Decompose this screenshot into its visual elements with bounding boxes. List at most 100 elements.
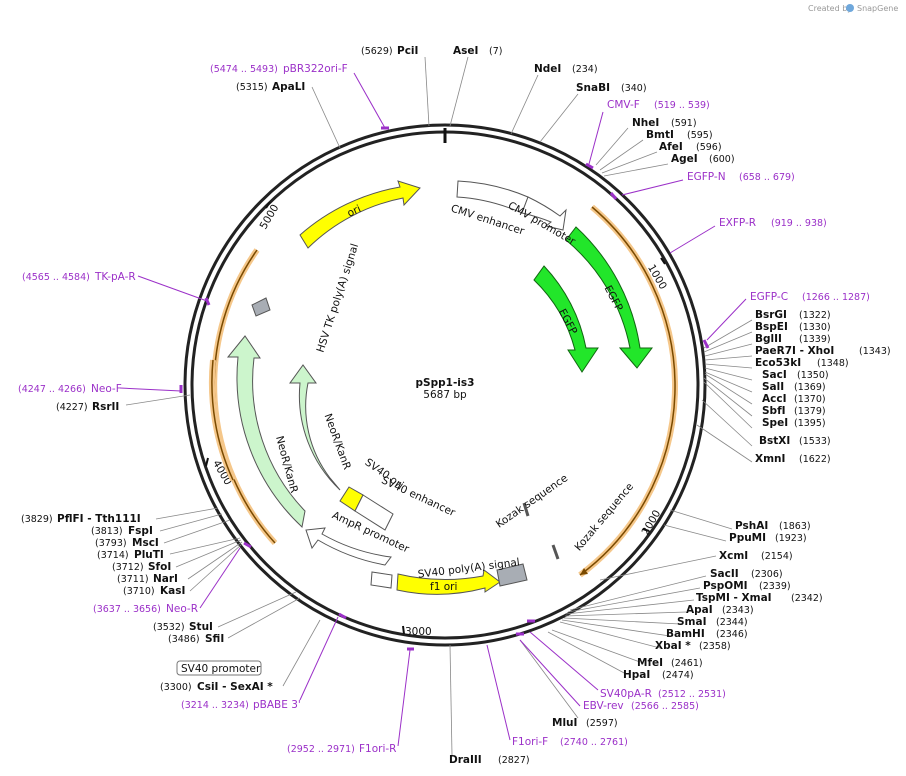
site-pos-pshai: (1863) [779, 521, 811, 532]
site-pshai: PshAI [735, 520, 768, 532]
site-kasi: KasI [160, 585, 185, 597]
site-bglii: BglII [755, 333, 782, 345]
primer-tk-pa-r: TK-pA-R [94, 271, 136, 283]
site-pos-sali: (1369) [794, 382, 826, 393]
site-pos-mfei: (2461) [671, 658, 703, 669]
primer-range-sv40pa-r: (2512 .. 2531) [658, 689, 726, 700]
feature-egfp-outer [565, 226, 653, 369]
primer-ebv-rev: EBV-rev [583, 700, 624, 712]
site-pos-kasi: (3710) [123, 586, 155, 597]
label-f1-ori: f1 ori [430, 581, 457, 593]
site-apai: ApaI [686, 604, 713, 616]
primer-range-f1ori-r: (2952 .. 2971) [287, 744, 355, 755]
site-snabi: SnaBI [576, 82, 610, 94]
site-pos-asei: (7) [489, 46, 502, 57]
site-nari: NarI [153, 573, 178, 585]
site-pos-csii: (3300) [160, 682, 192, 693]
site-pos-snabi: (340) [621, 83, 647, 94]
feature-f1-ori [396, 569, 501, 595]
credit-brand: SnapGene [857, 4, 898, 13]
primer-leaders [119, 72, 747, 747]
site-pos-smai: (2344) [716, 617, 748, 628]
primer-pbabe-3: pBABE 3' [253, 699, 301, 711]
site-mfei: MfeI [637, 657, 663, 669]
plasmid-size: 5687 bp [423, 389, 467, 401]
primer-neo-f: Neo-F [91, 383, 122, 395]
site-pos-eco53ki: (1348) [817, 358, 849, 369]
site-pos-sfii: (3486) [168, 634, 200, 645]
site-pos-saci: (1350) [797, 370, 829, 381]
feature-neor-outer [226, 335, 306, 528]
site-msci: MscI [132, 537, 159, 549]
site-labels: (5629) PciI AseI (7) NdeI (234) SnaBI (3… [21, 45, 891, 766]
feature-ori [299, 180, 421, 249]
site-sacii: SacII [710, 568, 739, 580]
primer-sv40pa-r: SV40pA-R [600, 688, 652, 700]
primer-range-egfp-n: (658 .. 679) [739, 172, 795, 183]
site-draiii: DraIII [449, 754, 482, 766]
site-hpai: HpaI [623, 669, 650, 681]
site-bstxi: BstXI [759, 435, 790, 447]
site-leaders [125, 56, 753, 756]
site-acci: AccI [762, 393, 786, 405]
site-pos-bglii: (1339) [799, 334, 831, 345]
primer-pbr322ori-f: pBR322ori-F [283, 63, 348, 75]
site-bmti: BmtI [646, 129, 674, 141]
site-sali: SalI [762, 381, 784, 393]
tick-3000: 3000 [405, 626, 432, 638]
site-pos-tspmi-xmai: (2342) [791, 593, 823, 604]
feature-sv40-enhancer [354, 494, 394, 531]
site-xbai: XbaI * [655, 640, 691, 652]
site-pluti: PluTI [134, 549, 164, 561]
site-rsrii: RsrII [92, 401, 119, 413]
snapgene-credit: Created by SnapGene [808, 4, 898, 13]
site-pflfi-tth111i: PflFI - Tth111I [57, 513, 141, 525]
site-pos-spei: (1395) [794, 418, 826, 429]
site-pos-pcii: (5629) [361, 46, 393, 57]
site-smai: SmaI [677, 616, 707, 628]
label-hsv-tk: HSV TK poly(A) signal [315, 242, 362, 354]
site-pos-mlui: (2597) [586, 718, 618, 729]
site-pos-ppumi: (1923) [775, 533, 807, 544]
primer-egfp-c: EGFP-C [750, 291, 788, 303]
site-pos-ndei: (234) [572, 64, 598, 75]
site-pos-sacii: (2306) [751, 569, 783, 580]
feature-hsv-tk-box [251, 297, 271, 317]
site-pos-msci: (3793) [95, 538, 127, 549]
feature-cmv-promoter [521, 196, 567, 231]
primer-range-tk-pa-r: (4565 .. 4584) [22, 272, 90, 283]
label-kozak-1: Kozak sequence [494, 472, 570, 530]
site-apali: ApaLI [272, 81, 305, 93]
label-sv40-promoter: SV40 promoter [181, 663, 261, 675]
primer-cmv-f: CMV-F [607, 99, 640, 111]
features [226, 180, 653, 595]
site-pos-fspi: (3813) [91, 526, 123, 537]
sv40-promoter-box: SV40 promoter [176, 660, 262, 676]
site-asei: AseI [453, 45, 478, 57]
orf-arcs [208, 204, 678, 578]
primer-range-neo-r: (3637 .. 3656) [93, 604, 161, 615]
site-bsrgi: BsrGI [755, 309, 787, 321]
site-xcmi: XcmI [719, 550, 748, 562]
tick-5000: 5000 [258, 202, 282, 231]
site-sfii: SfiI [205, 633, 224, 645]
primer-labels: CMV-F (519 .. 539) EGFP-N (658 .. 679) E… [18, 63, 870, 755]
primer-f1ori-r: F1ori-R [359, 743, 396, 755]
primer-range-egfp-c: (1266 .. 1287) [802, 292, 870, 303]
site-pos-stui: (3532) [153, 622, 185, 633]
feature-neor-inner [289, 364, 341, 491]
site-ppumi: PpuMI [729, 532, 766, 544]
site-pos-sbfi: (1379) [794, 406, 826, 417]
site-mlui: MluI [552, 717, 577, 729]
credit-created-by: Created by [808, 4, 852, 13]
site-pos-paer7i-xhoi: (1343) [859, 346, 891, 357]
site-pos-hpai: (2474) [662, 670, 694, 681]
feature-small-arrow [370, 571, 393, 589]
primer-range-pbabe: (3214 .. 3234) [181, 700, 249, 711]
site-pos-draiii: (2827) [498, 755, 530, 766]
site-nhei: NheI [632, 117, 659, 129]
site-pos-pflfi: (3829) [21, 514, 53, 525]
site-eco53ki: Eco53kI [755, 357, 801, 369]
site-pos-apai: (2343) [722, 605, 754, 616]
snapgene-logo-icon [846, 4, 854, 12]
